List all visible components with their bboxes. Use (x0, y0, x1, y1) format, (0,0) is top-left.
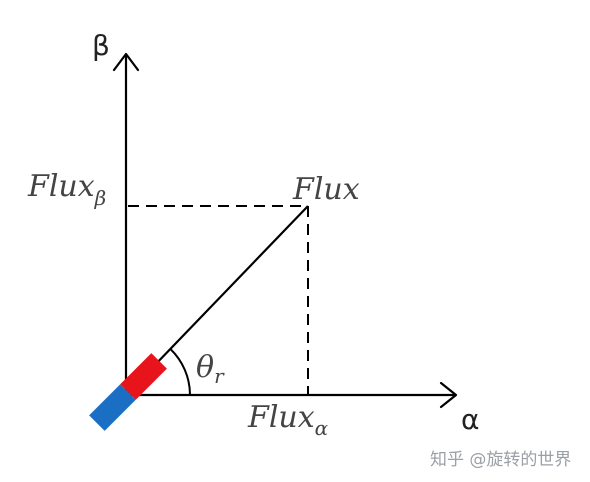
flux-alpha-sub: α (315, 416, 329, 440)
flux-label: Flux (292, 172, 360, 207)
rotor-magnet-icon (89, 353, 167, 431)
watermark: 知乎 @旋转的世界 (430, 450, 571, 470)
alpha-axis-label: α (461, 403, 479, 436)
flux-alpha-main: Flux (247, 400, 315, 435)
theta-arc (169, 348, 191, 396)
magnet-north-pole (120, 353, 167, 400)
flux-beta-label: Fluxβ (27, 169, 106, 210)
theta-main: θ (196, 350, 214, 385)
flux-alpha-label: Fluxα (247, 400, 329, 440)
flux-beta-main: Flux (27, 169, 95, 204)
flux-beta-sub: β (94, 186, 107, 210)
theta-sub: r (214, 364, 225, 388)
beta-axis-label: β (92, 29, 110, 62)
magnet-south-pole (89, 384, 136, 431)
beta-axis-arrow (112, 52, 140, 72)
theta-label: θr (196, 350, 225, 388)
alpha-axis-arrow (439, 381, 458, 409)
